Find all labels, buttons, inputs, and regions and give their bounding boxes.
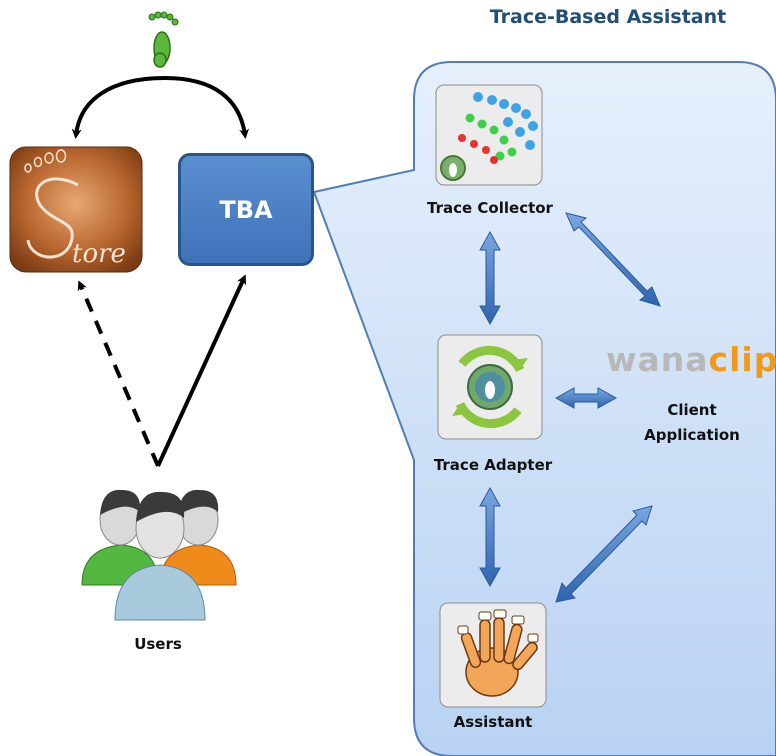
- users-to-tba-arrow: [156, 274, 247, 467]
- footprint-icon: [148, 11, 179, 68]
- wanaclip-logo-part1: wana: [606, 340, 709, 379]
- wanaclip-logo: wanaclip: [606, 340, 776, 379]
- assistant-client-arrow: [555, 505, 653, 603]
- wanaclip-logo-part2: clip: [708, 340, 776, 379]
- assistant-hand-icon: [439, 602, 547, 708]
- client-application-label: Client Application: [624, 398, 760, 448]
- trace-adapter-icon: [437, 334, 543, 440]
- collector-client-arrow: [565, 212, 661, 307]
- footprint-arrows: [71, 76, 250, 139]
- users-label: Users: [134, 635, 182, 653]
- tba-label: TBA: [219, 195, 273, 224]
- users-to-store-arrow: [77, 280, 160, 467]
- client-application-line1: Client: [667, 401, 717, 419]
- assistant-label: Assistant: [453, 713, 533, 731]
- store-logo-icon: tore: [9, 146, 143, 273]
- adapter-assistant-arrow: [479, 486, 501, 588]
- trace-collector-label: Trace Collector: [427, 199, 553, 217]
- tba-box: TBA: [178, 153, 314, 266]
- client-application-line2: Application: [644, 426, 740, 444]
- diagram-title: Trace-Based Assistant: [489, 6, 727, 28]
- trace-based-assistant-panel: [312, 61, 776, 756]
- blue-connector-arrows: [479, 212, 661, 603]
- trace-adapter-label: Trace Adapter: [433, 456, 553, 474]
- users-icon: [81, 489, 237, 621]
- store-label: tore: [72, 239, 126, 269]
- adapter-client-arrow: [554, 387, 618, 409]
- trace-collector-icon: [435, 84, 543, 186]
- collector-adapter-arrow: [479, 230, 501, 326]
